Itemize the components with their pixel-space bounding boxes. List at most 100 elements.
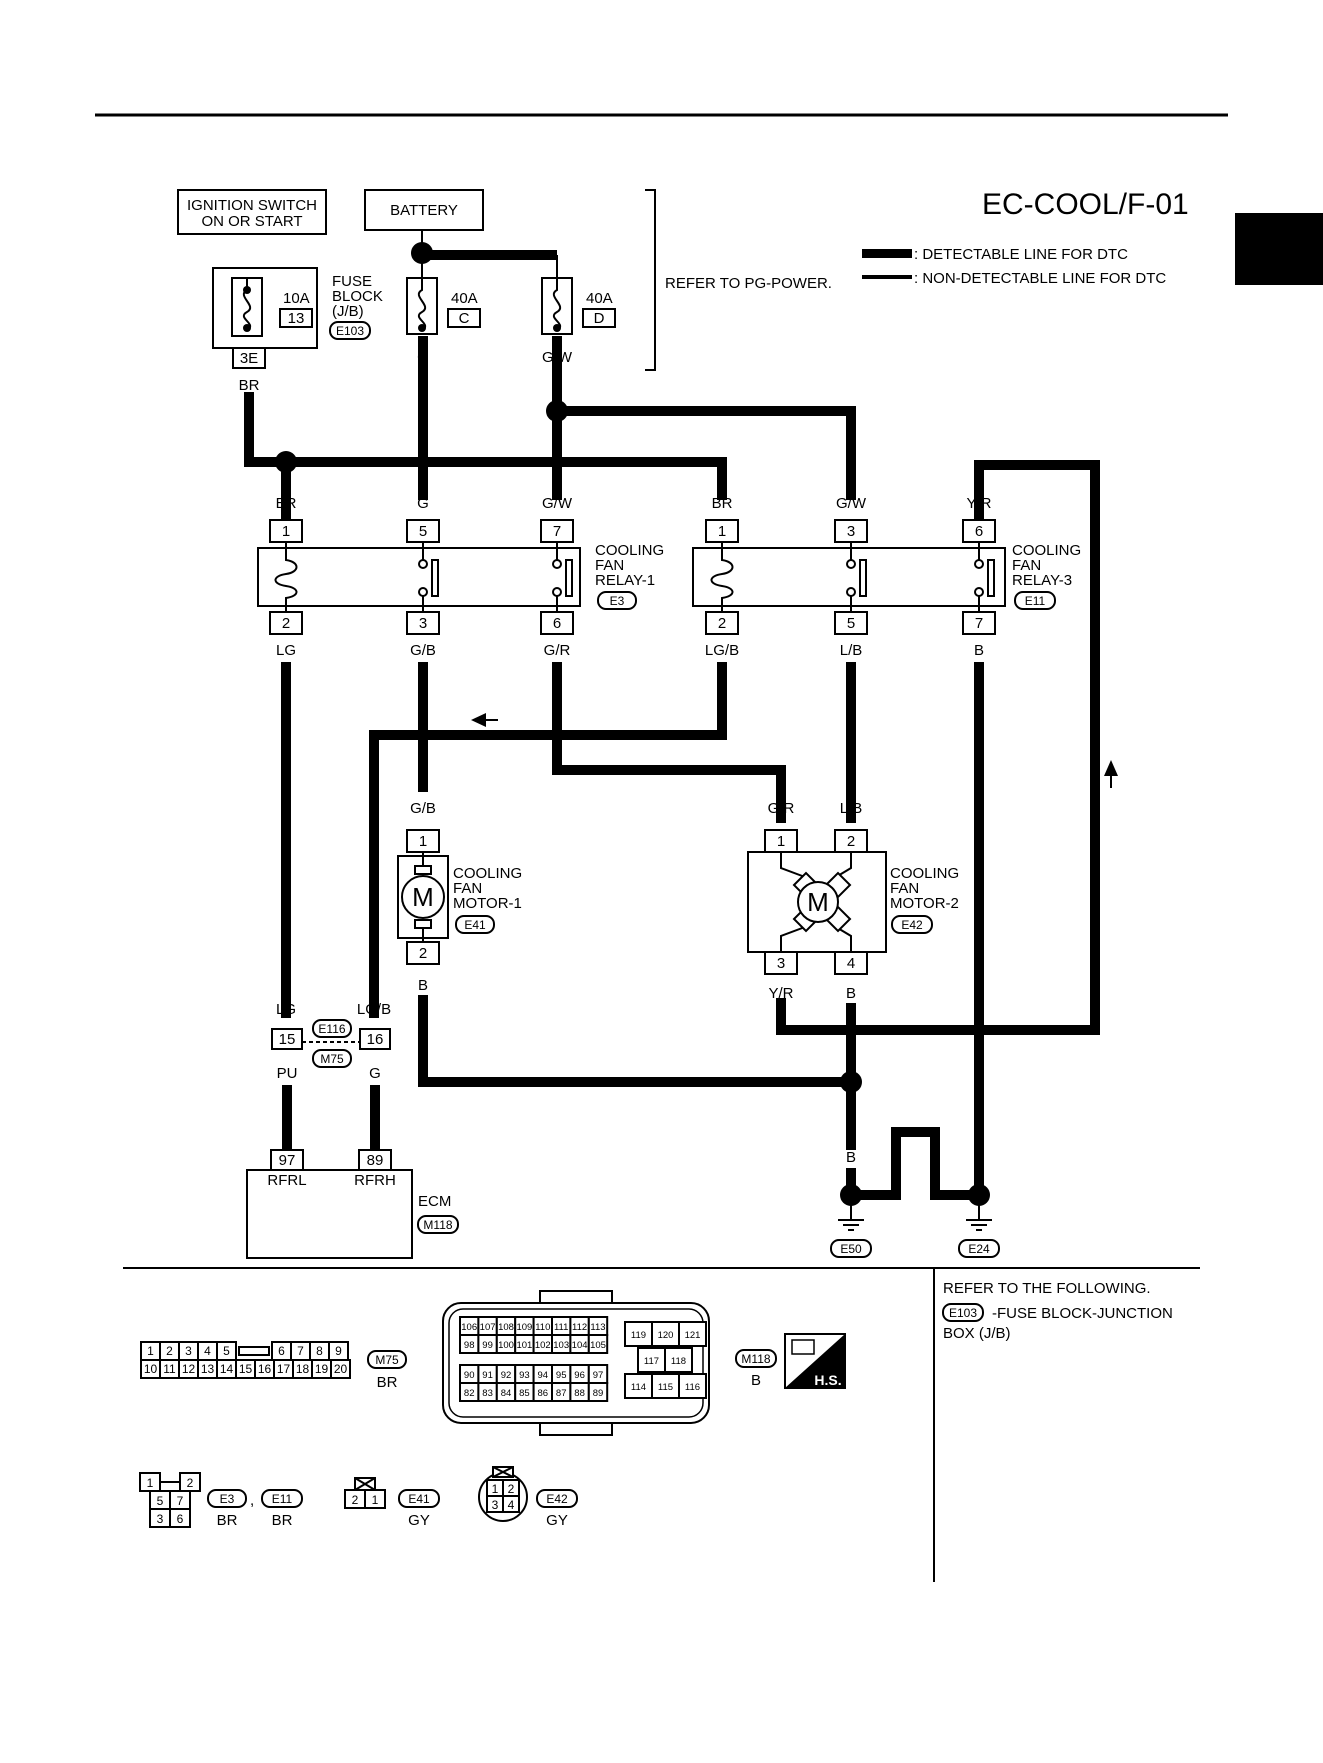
svg-text:2: 2: [847, 833, 855, 850]
svg-text:1: 1: [419, 833, 427, 850]
svg-text:6: 6: [553, 615, 561, 632]
refer-pg-power: REFER TO PG-POWER.: [665, 275, 832, 292]
connector-pin-label: 82: [464, 1388, 475, 1399]
connector-pin-label: 118: [671, 1356, 686, 1367]
svg-text:1: 1: [777, 833, 785, 850]
svg-text:(J/B): (J/B): [332, 303, 364, 320]
connector-e41: 2 1: [344, 1477, 386, 1509]
wire-lg-1: LG: [276, 642, 296, 659]
connector-pin-label: 84: [501, 1388, 512, 1399]
connector-pin-label: 106: [461, 1322, 477, 1333]
svg-text:E3: E3: [610, 594, 625, 608]
connector-pin-label: 11: [163, 1362, 176, 1376]
svg-text:COOLING: COOLING: [1012, 542, 1081, 559]
svg-text:1: 1: [147, 1476, 154, 1490]
refer-following-text2: BOX (J/B): [943, 1325, 1011, 1342]
connector-pin-label: 86: [538, 1388, 549, 1399]
svg-text:D: D: [594, 310, 605, 327]
wire-gb-2: G/B: [410, 800, 436, 817]
svg-text:ECM: ECM: [418, 1193, 451, 1210]
wire-lgb: [369, 662, 727, 1018]
svg-text:7: 7: [975, 615, 983, 632]
connector-pin-label: 9: [335, 1344, 342, 1358]
svg-text:E11: E11: [272, 1492, 293, 1506]
svg-text:1: 1: [282, 523, 290, 540]
connector-pin-label: 18: [296, 1362, 310, 1376]
wire-b-motor1: [418, 995, 851, 1087]
svg-text:RELAY-1: RELAY-1: [595, 572, 655, 589]
fuse-40a-d: 40A D: [541, 277, 616, 335]
svg-text:FAN: FAN: [1012, 557, 1041, 574]
connector-pin-label: 105: [590, 1340, 606, 1351]
svg-text:E103: E103: [336, 324, 364, 338]
svg-text:FAN: FAN: [595, 557, 624, 574]
connector-pin: [664, 1347, 693, 1373]
connector-pin-label: 104: [572, 1340, 588, 1351]
connector-lock-tab: [238, 1346, 270, 1356]
connector-pin-label: 97: [593, 1370, 604, 1381]
connector-pin-label: 87: [556, 1388, 567, 1399]
connector-comma: ,: [250, 1492, 254, 1509]
svg-text:MOTOR-2: MOTOR-2: [890, 895, 959, 912]
connector-pin: [678, 1321, 707, 1347]
connector-pin-label: 16: [258, 1362, 272, 1376]
connector-pin-label: 111: [554, 1322, 568, 1333]
connector-pin-label: 114: [631, 1382, 646, 1393]
connector-pin-label: 109: [516, 1322, 532, 1333]
connector-pin-label: 88: [574, 1388, 585, 1399]
connector-m118-color: B: [751, 1372, 761, 1389]
wire-br-1: BR: [239, 377, 260, 394]
svg-text:6: 6: [177, 1512, 184, 1526]
wire-lb-2: L/B: [840, 800, 863, 817]
svg-text:40A: 40A: [451, 290, 478, 307]
connector-pin: [587, 1334, 609, 1354]
connector-pin-label: 112: [572, 1322, 587, 1333]
wire-gr-1: G/R: [544, 642, 571, 659]
wire-gw-branch: [557, 406, 856, 500]
connector-pin-label: 116: [685, 1382, 700, 1393]
svg-text:89: 89: [367, 1152, 384, 1169]
pg-power-bracket: [645, 189, 656, 371]
svg-text:7: 7: [177, 1494, 184, 1508]
svg-text:H.S.: H.S.: [814, 1372, 841, 1388]
svg-text:COOLING: COOLING: [890, 865, 959, 882]
hs-badge: H.S.: [784, 1333, 846, 1389]
wire-lgb-2: LG/B: [357, 1001, 391, 1018]
connector-pin-label: 1: [147, 1344, 154, 1358]
svg-text:M: M: [412, 882, 434, 912]
wire-br: [244, 392, 727, 500]
wire-lg-2: LG: [276, 1001, 296, 1018]
wire-b-7: B: [974, 1149, 984, 1166]
svg-text:BATTERY: BATTERY: [390, 202, 458, 219]
wire-b-2: B: [418, 977, 428, 994]
svg-text:1: 1: [492, 1482, 499, 1496]
cooling-fan-motor-1: 1 M 2 COOLING FAN MOTOR-1 E41: [397, 829, 522, 965]
svg-text:E11: E11: [1025, 594, 1046, 608]
connector-pin-label: 14: [220, 1362, 234, 1376]
wire-br-3: BR: [712, 495, 733, 512]
connector-pin-label: 94: [538, 1370, 549, 1381]
svg-text:15: 15: [279, 1031, 296, 1048]
connector-pin-label: 95: [556, 1370, 567, 1381]
svg-text:M118: M118: [423, 1218, 452, 1232]
svg-text:E41: E41: [464, 918, 486, 932]
connector-pin-label: 4: [204, 1344, 211, 1358]
svg-text:E42: E42: [901, 918, 923, 932]
svg-text:13: 13: [288, 310, 305, 327]
ignition-switch: IGNITION SWITCH ON OR START: [177, 189, 327, 235]
svg-text:3: 3: [419, 615, 427, 632]
wire-b-4: B: [846, 1149, 856, 1166]
svg-text:E41: E41: [408, 1492, 430, 1506]
svg-text:5: 5: [847, 615, 855, 632]
connector-pin-label: 121: [685, 1330, 701, 1341]
connector-pin-label: 92: [501, 1370, 512, 1381]
connector-e42: 1 2 3 4: [478, 1466, 528, 1522]
svg-text:FUSE: FUSE: [332, 273, 372, 290]
svg-text:M75: M75: [320, 1052, 344, 1066]
wire-g-2: G: [417, 495, 429, 512]
connector-pin-label: 2: [166, 1344, 173, 1358]
svg-text:97: 97: [279, 1152, 296, 1169]
wire-gw-3: G/W: [836, 495, 867, 512]
svg-text:FAN: FAN: [453, 880, 482, 897]
wire-yr-2: Y/R: [768, 985, 793, 1002]
